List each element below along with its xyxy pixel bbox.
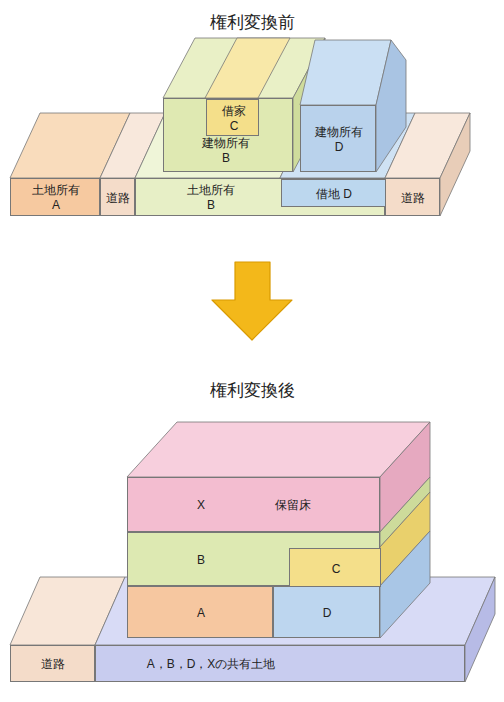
building-top xyxy=(127,422,430,477)
block-label: C xyxy=(332,562,341,577)
block-label: 借地 D xyxy=(316,187,352,202)
land-top xyxy=(95,577,495,645)
section-heading: 権利変換前 xyxy=(210,11,295,34)
block-label: B xyxy=(197,553,205,568)
down-arrow xyxy=(212,262,292,340)
block-label: A，B，D，Xの共有土地 xyxy=(147,657,276,672)
road: 道路 xyxy=(10,645,95,682)
block-label: 建物所有 B xyxy=(200,136,253,166)
section-heading: 権利変換後 xyxy=(210,379,295,402)
house-gable xyxy=(376,40,406,172)
building-face: 建物所有 B借家 C xyxy=(163,98,293,172)
floor-unit: A xyxy=(127,586,273,638)
block-label: X xyxy=(197,498,205,513)
block-label: 道路 xyxy=(106,191,130,206)
leased-land: 借地 D xyxy=(281,179,386,207)
rented-unit: 借家 C xyxy=(206,99,259,136)
block-label: A xyxy=(197,606,205,621)
block-label: 道路 xyxy=(401,191,425,206)
road: 道路 xyxy=(385,178,440,216)
block-label: 土地所有 B xyxy=(185,183,238,213)
block-label: D xyxy=(323,606,332,621)
shared-land: A，B，D，Xの共有土地 xyxy=(95,645,465,682)
block-label: 道路 xyxy=(41,657,65,672)
block-label: 建物所有 D xyxy=(313,125,366,155)
floor-unit: BC xyxy=(127,532,380,586)
reserved-floor: X 保留床 xyxy=(127,477,380,532)
floor-unit: D xyxy=(273,586,380,638)
rented-unit-top xyxy=(205,38,290,98)
slab-side xyxy=(465,577,495,682)
land-parcel: 土地所有 B 借地 D xyxy=(135,178,385,216)
house-roof xyxy=(300,40,391,105)
block-label: 土地所有 A xyxy=(30,183,83,213)
land-parcel: 土地所有 A xyxy=(10,178,100,216)
house-face: 建物所有 D xyxy=(300,105,376,172)
slab-side xyxy=(440,113,470,216)
floor-unit: C xyxy=(289,548,381,587)
block-label: 借家 C xyxy=(220,104,249,134)
road: 道路 xyxy=(100,178,135,216)
floor-side xyxy=(380,531,430,638)
block-label: 保留床 xyxy=(275,498,311,513)
